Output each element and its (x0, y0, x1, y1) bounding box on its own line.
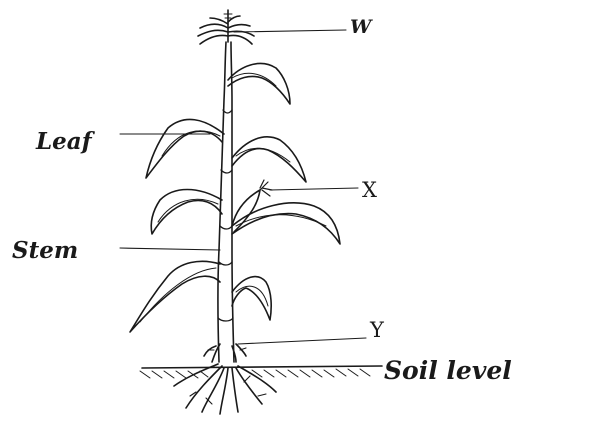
stem (217, 41, 235, 363)
leaves (129, 62, 341, 333)
pointer-line-w (233, 29, 347, 33)
pointer-line-stem (119, 247, 221, 251)
pointer-line-x (269, 187, 359, 191)
pointer-line-y (237, 337, 367, 345)
label-x: X (362, 178, 377, 202)
cob (231, 179, 273, 233)
prop-roots (203, 343, 247, 363)
tassel (197, 9, 255, 45)
label-y: Y (370, 318, 384, 342)
label-leaf: Leaf (36, 128, 92, 155)
label-stem: Stem (12, 237, 79, 264)
label-soil-level: Soil level (384, 356, 512, 385)
roots (173, 363, 277, 415)
label-w: W (350, 16, 372, 38)
soil-surface (139, 365, 383, 379)
